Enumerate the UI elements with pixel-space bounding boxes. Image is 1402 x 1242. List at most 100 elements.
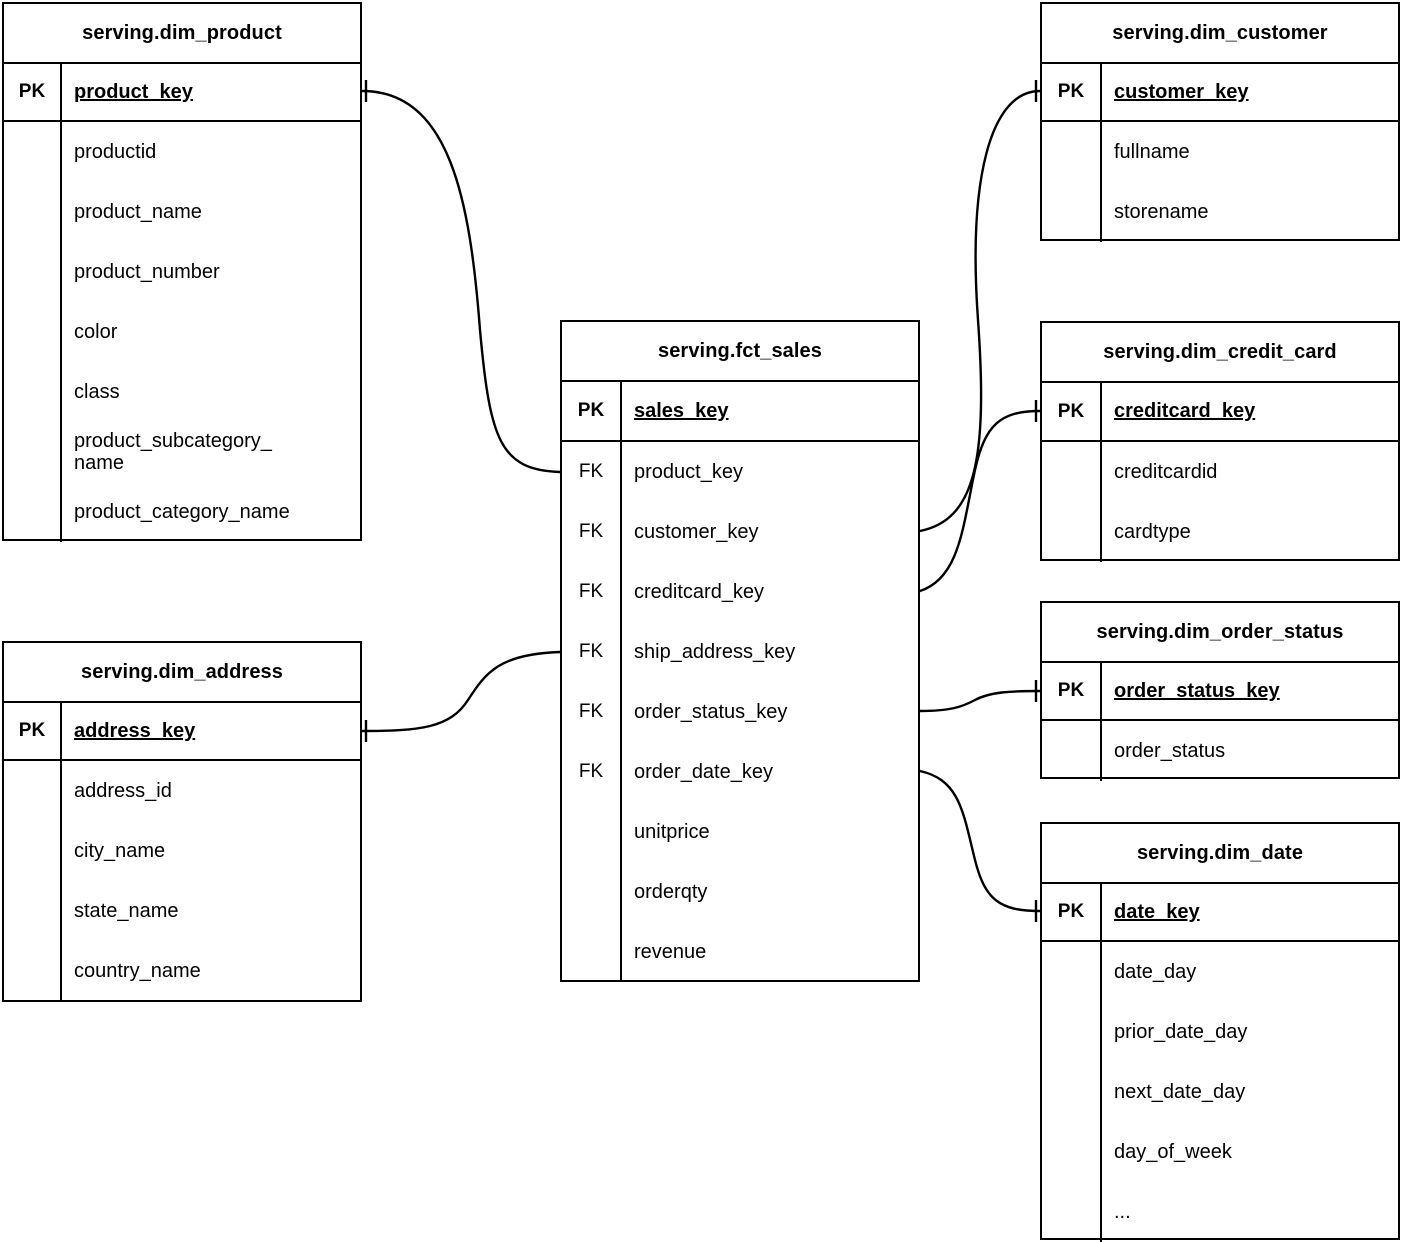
key-badge: PK [1042, 64, 1102, 120]
relationship-line [919, 689, 1041, 713]
column-row-dim_date-date_key[interactable]: PK date_key [1042, 884, 1398, 942]
column-row-dim_date-date_day[interactable]: date_day [1042, 942, 1398, 1002]
column-name: creditcard_key [634, 580, 765, 603]
column-row-fct_sales-customer_key[interactable]: FK customer_key [562, 502, 918, 562]
entity-title-dim_customer: serving.dim_customer [1042, 4, 1398, 64]
column-row-fct_sales-orderqty[interactable]: orderqty [562, 862, 918, 922]
column-name: address_key [74, 719, 196, 742]
column-name: product_key [634, 460, 743, 483]
column-row-dim_customer-storename[interactable]: storename [1042, 182, 1398, 242]
column-row-dim_address-city_name[interactable]: city_name [4, 821, 360, 881]
key-badge: PK [1042, 663, 1102, 719]
key-badge [4, 182, 62, 242]
column-name: address_id [74, 779, 172, 802]
key-badge [562, 922, 622, 982]
column-row-dim_date-day_of_week[interactable]: day_of_week [1042, 1122, 1398, 1182]
column-row-dim_date-prior_date_day[interactable]: prior_date_day [1042, 1002, 1398, 1062]
column-row-dim_customer-customer_key[interactable]: PK customer_key [1042, 64, 1398, 122]
key-badge [1042, 942, 1102, 1002]
column-row-dim_address-country_name[interactable]: country_name [4, 941, 360, 1001]
column-name: customer_key [634, 520, 759, 543]
column-name: cardtype [1114, 520, 1191, 543]
column-name: ... [1114, 1200, 1131, 1223]
column-row-dim_order_status-order_status[interactable]: order_status [1042, 721, 1398, 781]
column-row-dim_product-product_name[interactable]: product_name [4, 182, 360, 242]
column-name: orderqty [634, 880, 708, 903]
relationship-address-to-sales [361, 639, 587, 742]
column-row-dim_product-product_number[interactable]: product_number [4, 242, 360, 302]
key-badge: FK [562, 502, 622, 562]
column-row-fct_sales-revenue[interactable]: revenue [562, 922, 918, 982]
column-name: prior_date_day [1114, 1020, 1248, 1043]
column-row-dim_product-color[interactable]: color [4, 302, 360, 362]
relationship-product-to-sales [361, 80, 587, 485]
column-name: product_name [74, 200, 202, 223]
column-row-dim_date-next_date_day[interactable]: next_date_day [1042, 1062, 1398, 1122]
column-row-dim_product-class[interactable]: class [4, 362, 360, 422]
column-name: product_number [74, 260, 220, 283]
key-badge [4, 242, 62, 302]
column-row-dim_product-product_category_name[interactable]: product_category_name [4, 482, 360, 542]
key-badge [1042, 442, 1102, 502]
column-row-fct_sales-product_key[interactable]: FK product_key [562, 442, 918, 502]
column-row-dim_product-productid[interactable]: productid [4, 122, 360, 182]
column-row-dim_credit_card-cardtype[interactable]: cardtype [1042, 502, 1398, 562]
column-name: date_key [1114, 900, 1200, 923]
column-row-dim_product-product_subcategory_name[interactable]: product_subcategory_ name [4, 422, 360, 482]
column-row-dim_address-address_key[interactable]: PK address_key [4, 703, 360, 761]
relationship-line [361, 89, 561, 474]
key-badge: FK [562, 682, 622, 742]
column-row-dim_credit_card-creditcardid[interactable]: creditcardid [1042, 442, 1398, 502]
key-badge: PK [1042, 884, 1102, 940]
key-badge [562, 862, 622, 922]
column-row-fct_sales-unitprice[interactable]: unitprice [562, 802, 918, 862]
relationship-line [919, 769, 1041, 913]
key-badge [4, 881, 62, 941]
column-row-dim_address-state_name[interactable]: state_name [4, 881, 360, 941]
column-name: next_date_day [1114, 1080, 1246, 1103]
column-name: city_name [74, 839, 166, 862]
key-badge [1042, 1062, 1102, 1122]
key-badge: FK [562, 742, 622, 802]
column-name: ship_address_key [634, 640, 796, 663]
column-name: color [74, 320, 118, 343]
column-row-fct_sales-order_status_key[interactable]: FK order_status_key [562, 682, 918, 742]
key-badge [1042, 1122, 1102, 1182]
entity-title-dim_order_status: serving.dim_order_status [1042, 603, 1398, 663]
column-name: order_status_key [634, 700, 788, 723]
column-row-dim_date-[interactable]: ... [1042, 1182, 1398, 1242]
key-badge [1042, 1002, 1102, 1062]
key-badge: PK [1042, 383, 1102, 440]
key-badge [4, 422, 62, 482]
entity-title-fct_sales: serving.fct_sales [562, 322, 918, 382]
key-badge [1042, 502, 1102, 562]
column-name: country_name [74, 959, 201, 982]
relationship-line [919, 409, 1041, 593]
column-name: sales_key [634, 399, 729, 422]
key-badge: FK [562, 442, 622, 502]
column-name: storename [1114, 200, 1209, 223]
column-name: class [74, 380, 120, 403]
key-badge [562, 802, 622, 862]
column-name: customer_key [1114, 80, 1249, 103]
column-name: productid [74, 140, 157, 163]
key-badge [4, 362, 62, 422]
entity-title-dim_address: serving.dim_address [4, 643, 360, 703]
column-row-dim_customer-fullname[interactable]: fullname [1042, 122, 1398, 182]
column-row-dim_address-address_id[interactable]: address_id [4, 761, 360, 821]
key-badge: PK [4, 703, 62, 759]
